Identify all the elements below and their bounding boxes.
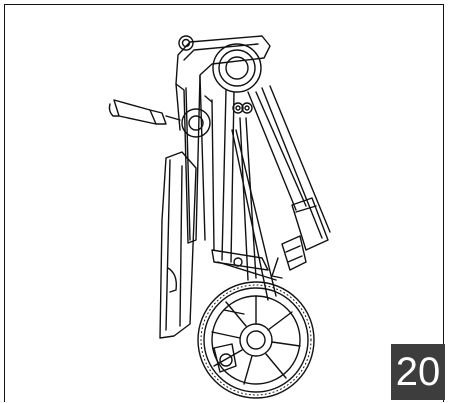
page-frame — [4, 4, 444, 402]
brake-assembly — [213, 309, 245, 373]
top-hinge-bolt — [178, 35, 194, 51]
armrest-handle — [108, 99, 181, 125]
side-lock — [181, 108, 211, 138]
step-number: 20 — [395, 350, 441, 394]
frame-tubes — [211, 85, 331, 301]
step-number-badge: 20 — [391, 344, 445, 400]
lower-crossbars — [211, 249, 277, 281]
handlebar-end — [291, 197, 329, 251]
wheel-spokes — [211, 295, 301, 385]
seat-fabric — [159, 151, 197, 339]
fold-hinge — [212, 43, 262, 93]
rear-wheel — [197, 281, 315, 399]
rivets — [232, 102, 253, 114]
folding-clip — [271, 235, 307, 279]
tread-dots — [200, 284, 312, 396]
